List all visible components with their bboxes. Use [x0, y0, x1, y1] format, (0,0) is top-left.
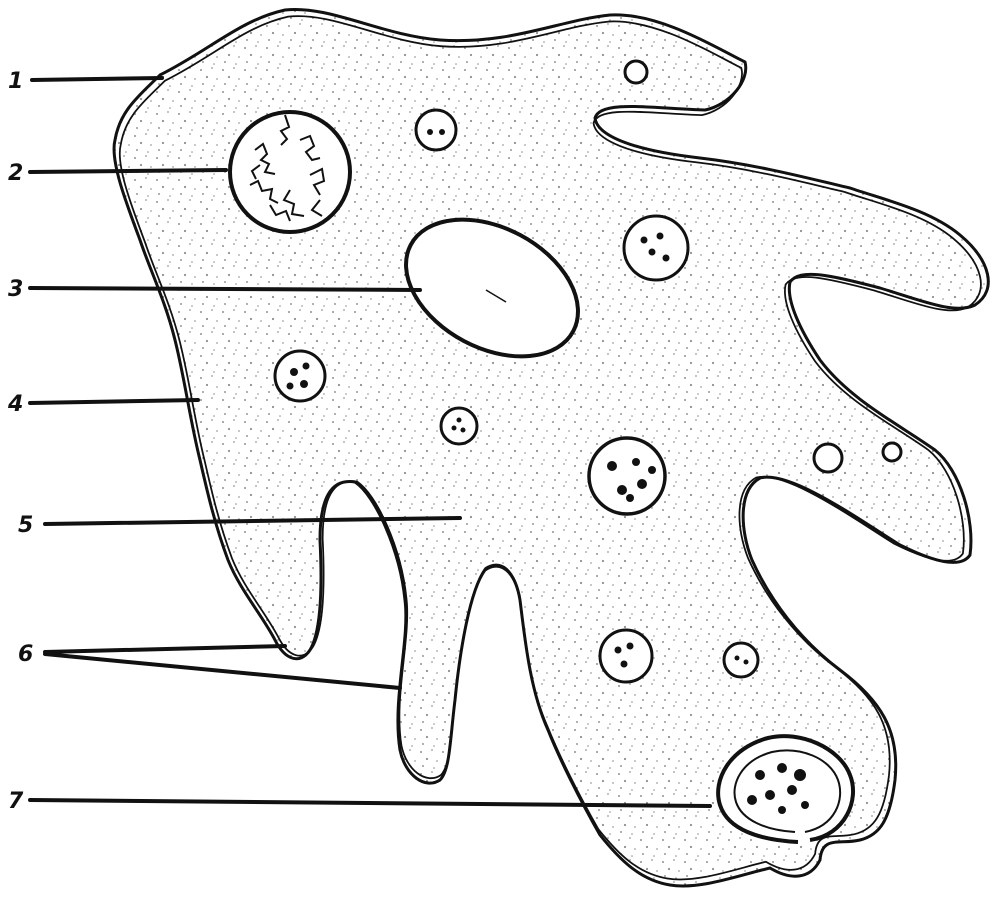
- leader-line-4: [30, 400, 198, 403]
- label-6: 6: [18, 642, 33, 667]
- food-vacuole: [814, 444, 842, 472]
- leader-line-6b: [45, 654, 400, 688]
- label-5: 5: [18, 513, 33, 538]
- food-vacuole: [883, 443, 901, 461]
- leader-line-3: [30, 288, 420, 290]
- label-4: 4: [7, 392, 23, 417]
- food-vacuole: [441, 408, 477, 444]
- labels: 1 2 3 4 5 6 7: [7, 69, 33, 814]
- leader-line-2: [30, 170, 226, 172]
- label-3: 3: [8, 277, 23, 302]
- food-vacuole: [600, 630, 652, 682]
- leader-line-6a: [45, 646, 285, 652]
- food-vacuole: [275, 351, 325, 401]
- food-vacuole: [589, 438, 665, 514]
- food-particle-ingestion: [718, 736, 853, 842]
- nucleus: [230, 112, 350, 232]
- label-1: 1: [8, 69, 23, 94]
- food-vacuole: [625, 61, 647, 83]
- food-vacuole: [624, 216, 688, 280]
- food-vacuole: [416, 110, 456, 150]
- label-2: 2: [8, 161, 23, 186]
- label-7: 7: [8, 789, 24, 814]
- leader-line-1: [32, 78, 162, 80]
- food-vacuole: [724, 643, 758, 677]
